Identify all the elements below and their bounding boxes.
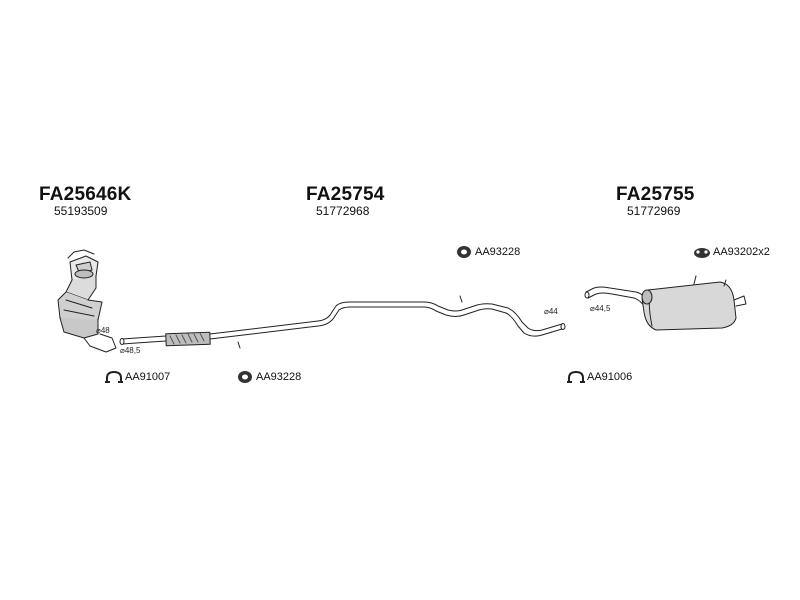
accessory-hanger-mid: AA93228 bbox=[236, 370, 301, 384]
accessory-label: AA93228 bbox=[256, 371, 302, 383]
catalyst-assembly bbox=[57, 249, 117, 353]
rear-silencer-assembly bbox=[584, 275, 747, 331]
oem-number-rear-silencer: 51772969 bbox=[627, 204, 681, 218]
rubber-hanger-icon bbox=[238, 371, 252, 383]
part-code-rear-silencer: FA25755 bbox=[616, 184, 695, 205]
dimension-catalyst-outlet: ⌀48 bbox=[96, 326, 110, 335]
part-code-middle-pipe: FA25754 bbox=[306, 184, 385, 205]
accessory-label: AA91007 bbox=[125, 371, 171, 383]
accessory-clamp-rear: AA91006 bbox=[567, 370, 632, 384]
dimension-middle-inlet: ⌀48,5 bbox=[120, 346, 141, 355]
oem-number-catalyst: 55193509 bbox=[54, 204, 108, 218]
dimension-middle-outlet: ⌀44 bbox=[544, 307, 558, 316]
dimension-rear-inlet: ⌀44,5 bbox=[590, 304, 611, 313]
rubber-hanger-icon bbox=[457, 246, 471, 258]
accessory-hanger-rear: AA93202x2 bbox=[693, 245, 770, 259]
accessory-label: AA91006 bbox=[587, 371, 633, 383]
accessory-label: AA93228 bbox=[475, 246, 521, 258]
part-code-catalyst: FA25646K bbox=[39, 184, 132, 205]
oem-number-middle-pipe: 51772968 bbox=[316, 204, 370, 218]
clamp-icon bbox=[105, 370, 123, 383]
middle-pipe bbox=[119, 295, 566, 349]
rubber-hanger-icon bbox=[694, 248, 710, 258]
accessory-label: AA93202x2 bbox=[713, 246, 770, 258]
accessory-mount-front: AA91007 bbox=[105, 370, 170, 384]
accessory-hanger-top: AA93228 bbox=[455, 245, 520, 259]
clamp-icon bbox=[567, 370, 585, 383]
